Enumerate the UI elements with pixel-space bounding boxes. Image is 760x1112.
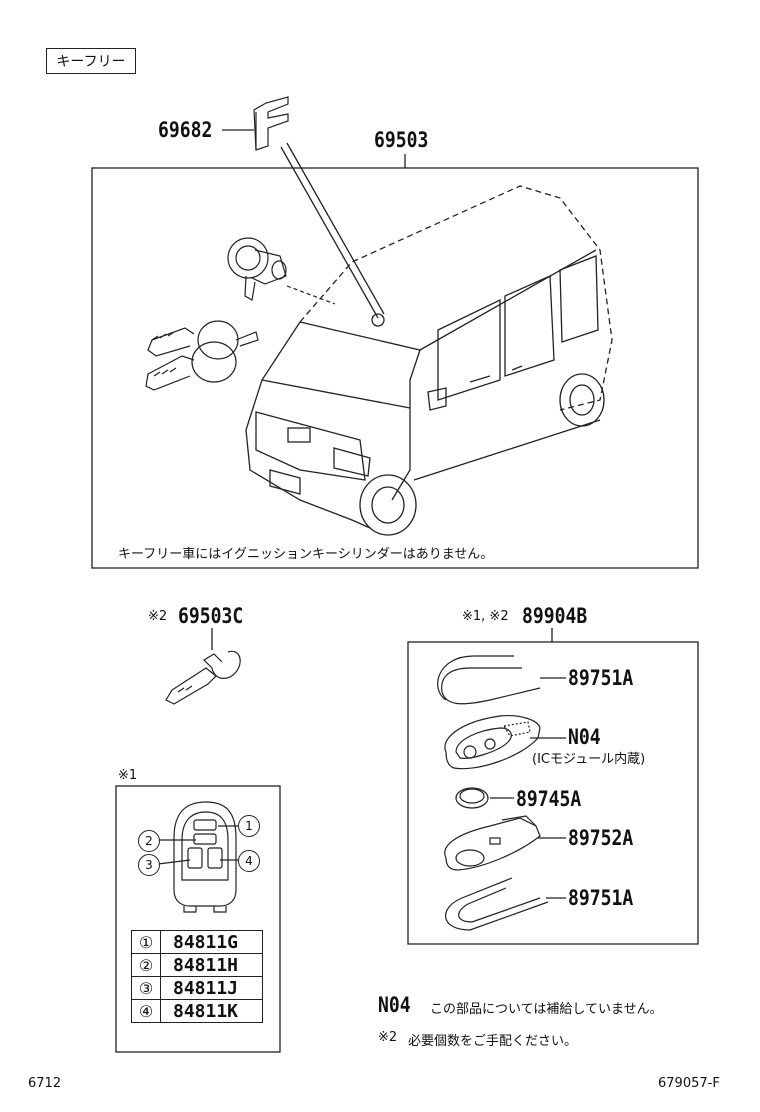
legend-row: ① 84811G bbox=[131, 930, 263, 954]
callout-4: 4 bbox=[238, 850, 260, 872]
legend-code: 84811G bbox=[160, 930, 263, 954]
legend-num: ① bbox=[131, 930, 161, 954]
smart-key-remote bbox=[173, 801, 237, 913]
n04-note-text: この部品については補給していません。 bbox=[430, 1002, 663, 1017]
strap-89751A-bottom bbox=[444, 877, 549, 931]
remote-legend-table: ① 84811G ② 84811H ③ 84811J ④ 84811K bbox=[131, 930, 263, 1023]
part-89751A-bottom-label: 89751A bbox=[568, 886, 634, 910]
ignition-cylinder bbox=[227, 237, 336, 305]
callout-2: 2 bbox=[138, 830, 160, 852]
footer-right: 679057-F bbox=[658, 1076, 720, 1091]
note-mark-69503C: ※2 bbox=[148, 609, 168, 624]
bracket-69682 bbox=[253, 96, 289, 151]
note2-text: 必要個数をご手配ください。 bbox=[408, 1034, 578, 1049]
note-mark-89904B: ※1, ※2 bbox=[462, 609, 509, 624]
note-mark-remote: ※1 bbox=[118, 768, 138, 783]
case-89752A bbox=[444, 815, 541, 871]
legend-row: ④ 84811K bbox=[131, 999, 263, 1023]
callout-3: 3 bbox=[138, 854, 160, 876]
part-N04-label: N04 bbox=[568, 725, 601, 749]
part-89752A-label: 89752A bbox=[568, 826, 634, 850]
footer-left: 6712 bbox=[28, 1076, 62, 1091]
legend-row: ② 84811H bbox=[131, 953, 263, 977]
part-69682-label: 69682 bbox=[158, 118, 213, 142]
kit-89904B-frame bbox=[407, 641, 699, 945]
n04-note-label: N04 bbox=[378, 993, 411, 1017]
ignition-keys bbox=[145, 320, 259, 391]
part-69503C-label: 69503C bbox=[178, 604, 244, 628]
car-illustration bbox=[245, 185, 613, 536]
remote-N04 bbox=[444, 715, 541, 770]
kit-69503-frame bbox=[91, 167, 699, 569]
strap-89751A-top bbox=[437, 655, 541, 705]
legend-code: 84811J bbox=[160, 976, 263, 1000]
battery-89745A bbox=[455, 787, 489, 809]
legend-row: ③ 84811J bbox=[131, 976, 263, 1000]
legend-num: ③ bbox=[131, 976, 161, 1000]
remote-legend-frame bbox=[115, 785, 281, 1053]
part-69503-label: 69503 bbox=[374, 128, 429, 152]
part-N04-note: (ICモジュール内蔵) bbox=[532, 752, 646, 767]
part-89904B-label: 89904B bbox=[522, 604, 588, 628]
callout-1: 1 bbox=[238, 815, 260, 837]
note2-mark: ※2 bbox=[378, 1030, 398, 1045]
keyfree-tag: キーフリー bbox=[46, 48, 136, 74]
legend-code: 84811H bbox=[160, 953, 263, 977]
legend-num: ④ bbox=[131, 999, 161, 1023]
part-89745A-label: 89745A bbox=[516, 787, 582, 811]
car-caption: キーフリー車にはイグニッションキーシリンダーはありません。 bbox=[118, 547, 494, 562]
legend-code: 84811K bbox=[160, 999, 263, 1023]
part-89751A-top-label: 89751A bbox=[568, 666, 634, 690]
legend-num: ② bbox=[131, 953, 161, 977]
key-69503C bbox=[165, 650, 241, 705]
